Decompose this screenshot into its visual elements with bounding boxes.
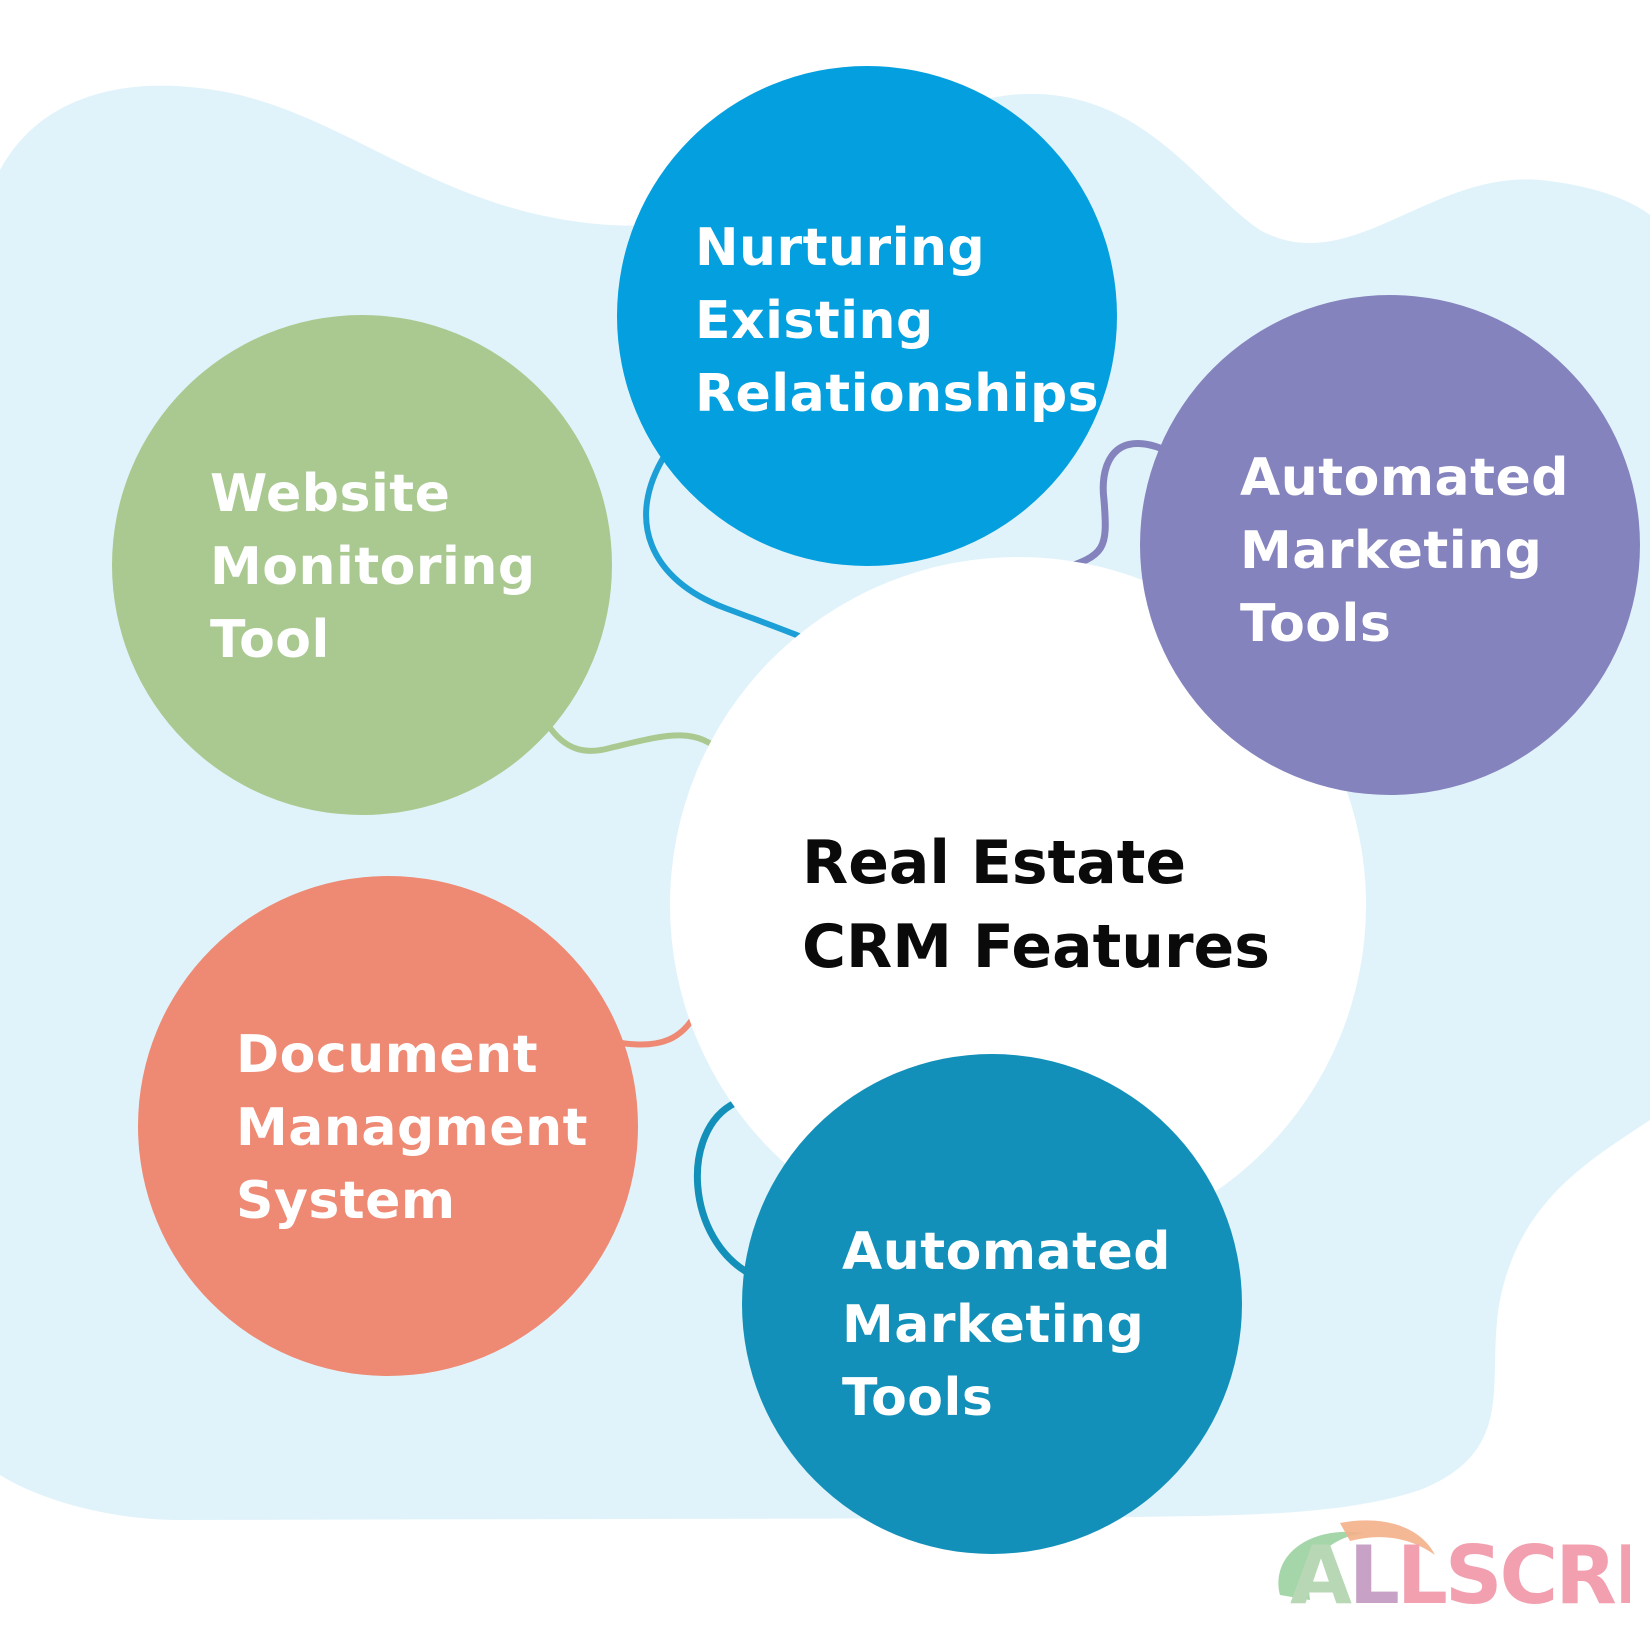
feature-label-line: Nurturing — [695, 218, 986, 278]
automated-marketing-purple-circle — [1140, 295, 1640, 795]
logo-swoosh-accent — [1340, 1520, 1435, 1555]
center-circle — [670, 557, 1366, 1253]
feature-label-line: Website — [210, 464, 451, 524]
feature-automated-purple-label: Automated Marketing Tools — [1240, 442, 1569, 661]
feature-label-line: System — [236, 1171, 456, 1231]
center-title-line: CRM Features — [802, 912, 1270, 982]
feature-label-line: Monitoring — [210, 537, 536, 597]
feature-label-line: Automated — [842, 1222, 1171, 1282]
logo-swoosh — [1278, 1531, 1365, 1600]
website-monitoring-circle — [112, 315, 612, 815]
connector-website — [545, 722, 728, 758]
feature-label-line: Tools — [842, 1368, 994, 1428]
feature-label-line: Marketing — [1240, 521, 1543, 581]
logo-text: ALLSCRIBE — [1290, 1529, 1630, 1615]
automated-marketing-teal-circle — [742, 1054, 1242, 1554]
document-managment-circle — [138, 876, 638, 1376]
feature-nurturing-label: Nurturing Existing Relationships — [695, 212, 1099, 431]
nurturing-circle — [617, 66, 1117, 566]
feature-label-line: Document — [236, 1025, 539, 1085]
feature-label-line: Managment — [236, 1098, 588, 1158]
feature-website-label: Website Monitoring Tool — [210, 458, 536, 677]
connector-automated-purple — [1056, 440, 1164, 574]
feature-document-label: Document Managment System — [236, 1019, 588, 1238]
feature-label-line: Relationships — [695, 364, 1100, 424]
feature-label-line: Marketing — [842, 1295, 1145, 1355]
feature-label-line: Tools — [1240, 594, 1392, 654]
connector-automated-teal — [693, 1099, 756, 1279]
feature-label-line: Existing — [695, 291, 934, 351]
feature-label-line: Tool — [210, 610, 330, 670]
center-title-line: Real Estate — [802, 828, 1187, 898]
connector-nurturing — [643, 452, 833, 653]
center-title: Real Estate CRM Features — [802, 821, 1270, 989]
allscribe-logo: ALLSCRIBE — [1278, 1520, 1630, 1615]
feature-label-line: Automated — [1240, 448, 1569, 508]
feature-automated-teal-label: Automated Marketing Tools — [842, 1216, 1171, 1435]
